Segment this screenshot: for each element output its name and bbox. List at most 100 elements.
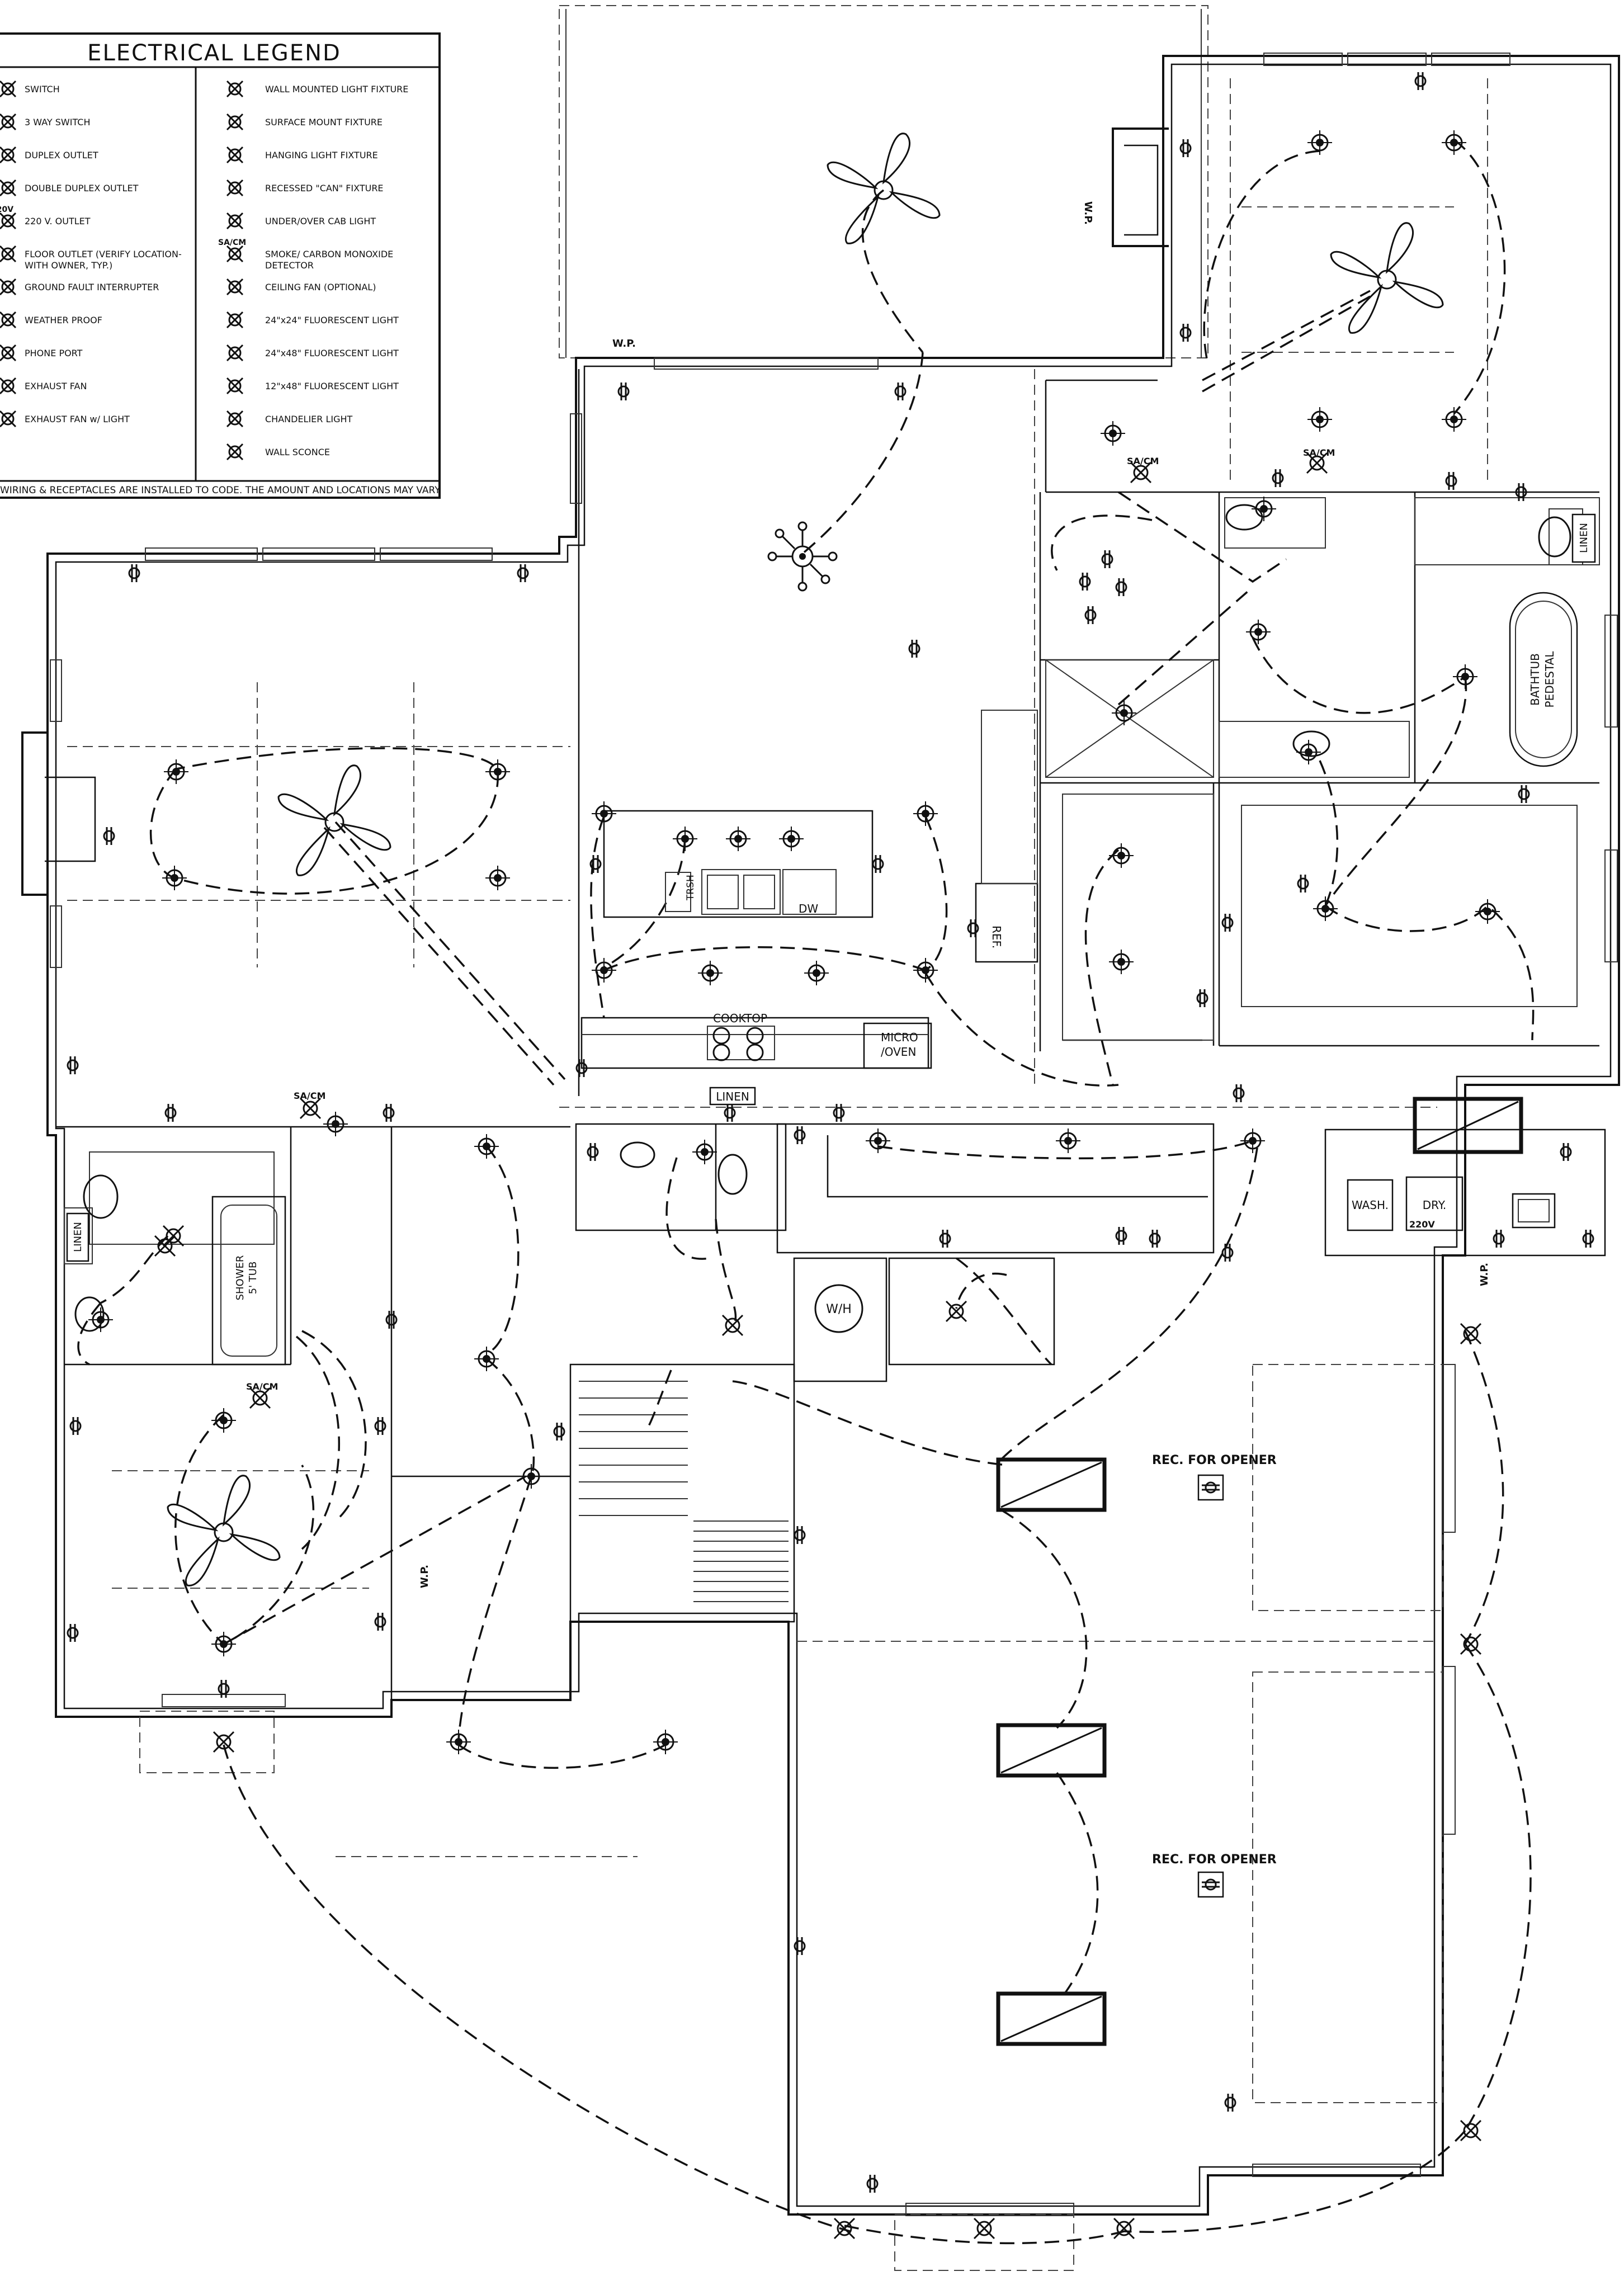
recessed-can-icon	[473, 1133, 500, 1160]
tub-label: 5' TUB	[247, 1262, 259, 1295]
duplex-outlet-icon	[794, 1125, 806, 1145]
duplex-outlet-icon	[967, 918, 979, 938]
duplex-outlet-icon	[383, 1103, 395, 1123]
legend-left-row: FLOOR OUTLET (VERIFY LOCATION-WITH OWNER…	[0, 245, 182, 271]
smoke-detector-label: SA/CM	[1127, 456, 1159, 466]
fluorescent-12x48-icon	[226, 377, 244, 395]
recessed-can-icon	[1099, 420, 1126, 447]
duplex-outlet-icon	[1149, 1229, 1161, 1249]
recessed-can-icon	[1474, 898, 1501, 925]
micro-oven-label-2: /OVEN	[881, 1045, 916, 1059]
recessed-can-icon	[1239, 1127, 1266, 1154]
duplex-outlet-icon	[1445, 471, 1457, 491]
recessed-can-icon	[210, 1631, 237, 1658]
duplex-outlet-icon	[218, 1679, 230, 1699]
duplex-outlet-icon	[1221, 913, 1234, 933]
fluorescent-fixtures	[996, 1097, 1523, 2046]
wp-label: W.P.	[1479, 1263, 1490, 1286]
opener-receptacle-box	[1197, 1474, 1224, 1501]
duplex-outlet-icon	[1196, 988, 1208, 1008]
legend-left-label: DOUBLE DUPLEX OUTLET	[25, 183, 139, 193]
pedestal-label: PEDESTAL	[1543, 651, 1556, 708]
legend-title: ELECTRICAL LEGEND	[87, 40, 341, 66]
legend-left-label: EXHAUST FAN w/ LIGHT	[25, 414, 130, 424]
wp-label: W.P.	[612, 338, 636, 350]
three-way-switch-icon	[0, 113, 17, 131]
legend-right-label: WALL SCONCE	[265, 447, 330, 457]
legend-left-tag: 220V	[0, 205, 13, 214]
duplex-outlet-icon	[724, 1103, 736, 1123]
smoke-detector-icon	[249, 1387, 271, 1409]
hanging-light-icon	[226, 146, 244, 164]
duplex-outlet-icon	[1179, 138, 1192, 158]
legend-right-label: WALL MOUNTED LIGHT FIXTURE	[265, 84, 408, 95]
ceiling-fan-icon	[277, 764, 391, 876]
legend-left-row: SWITCH	[0, 80, 60, 98]
duplex-outlet-icon	[67, 1055, 79, 1075]
duplex-outlet-icon	[1201, 1481, 1221, 1494]
duplex-outlet-icon	[1233, 1083, 1245, 1103]
cooktop-label: COOKTOP	[713, 1012, 767, 1025]
recessed-can-icon	[778, 825, 805, 852]
legend-right-row: 12"x48" FLUORESCENT LIGHT	[226, 377, 399, 395]
legend-left-label: 220 V. OUTLET	[25, 216, 91, 226]
220v-outlet-icon	[0, 212, 17, 230]
legend-right-label: UNDER/OVER CAB LIGHT	[265, 216, 376, 226]
duplex-outlet-icon	[1414, 71, 1427, 91]
linen-master-label: LINEN	[1578, 523, 1590, 553]
legend-right-row: 24"x24" FLUORESCENT LIGHT	[226, 311, 399, 329]
smoke-detector-label: SA/CM	[246, 1381, 278, 1392]
surface-fixtures	[154, 1225, 1482, 2240]
legend-right-row: CEILING FAN (OPTIONAL)	[226, 278, 376, 296]
legend-right-label: HANGING LIGHT FIXTURE	[265, 150, 378, 160]
smoke-detector-icon	[299, 1097, 322, 1120]
wall-sconce-icon	[226, 443, 244, 461]
recessed-can-icon	[652, 1729, 679, 1755]
legend-right-label: RECESSED "CAN" FIXTURE	[265, 183, 384, 193]
duplex-outlet-icon	[1179, 323, 1192, 343]
legend-right-label: SMOKE/ CARBON MONOXIDE	[265, 249, 393, 259]
duplex-outlet-icon	[908, 639, 920, 659]
duplex-outlet-icon	[894, 381, 907, 402]
220v-label: 220V	[1409, 1219, 1435, 1230]
dw-label: DW	[799, 902, 818, 915]
recessed-can-icon	[1250, 495, 1277, 522]
gfi-icon	[0, 278, 17, 296]
wp-label: W.P.	[1082, 201, 1094, 225]
duplex-outlet-icon	[1084, 605, 1097, 625]
duplex-outlet-icon	[1079, 572, 1091, 592]
legend-left-label: PHONE PORT	[25, 348, 83, 358]
legend-left-row: PHONE PORT	[0, 344, 83, 362]
duplex-outlet-icon	[1518, 784, 1530, 804]
recessed-can-icon	[226, 179, 244, 197]
legend-left-label: GROUND FAULT INTERRUPTER	[25, 282, 159, 292]
fluorescent-24x48-icon	[226, 344, 244, 362]
recessed-can-icon	[672, 825, 698, 852]
recessed-can-icon	[161, 865, 188, 891]
appliances	[74, 504, 1571, 1333]
ceiling-fan-icon	[1330, 222, 1444, 334]
duplex-outlet-icon	[1272, 468, 1284, 488]
surface-fixture-icon	[1460, 2119, 1482, 2142]
wall-mounted-light-icon	[226, 80, 244, 98]
surface-mount-fixture-icon	[226, 113, 244, 131]
exhaust-fan-icon	[0, 377, 17, 395]
recessed-can-icon	[725, 825, 752, 852]
legend-left-label: FLOOR OUTLET (VERIFY LOCATION-	[25, 249, 182, 259]
recessed-can-icon	[1108, 948, 1135, 975]
walls	[21, 5, 1620, 2271]
smoke-detector-icon	[226, 245, 244, 263]
phone-port-icon	[0, 344, 17, 362]
recessed-can-icon	[1306, 406, 1333, 433]
duplex-outlet-icon	[794, 1936, 806, 1956]
legend-left-row: DOUBLE DUPLEX OUTLET	[0, 179, 139, 197]
linen-kitchen-label: LINEN	[716, 1090, 749, 1103]
recessed-can-icon	[1441, 406, 1467, 433]
legend-right-row: UNDER/OVER CAB LIGHT	[226, 212, 376, 230]
duplex-outlet-icon	[794, 1525, 806, 1545]
duplex-outlet-icon	[587, 1142, 599, 1162]
recessed-can-icon	[210, 1407, 237, 1434]
recessed-can-icon	[912, 957, 939, 984]
